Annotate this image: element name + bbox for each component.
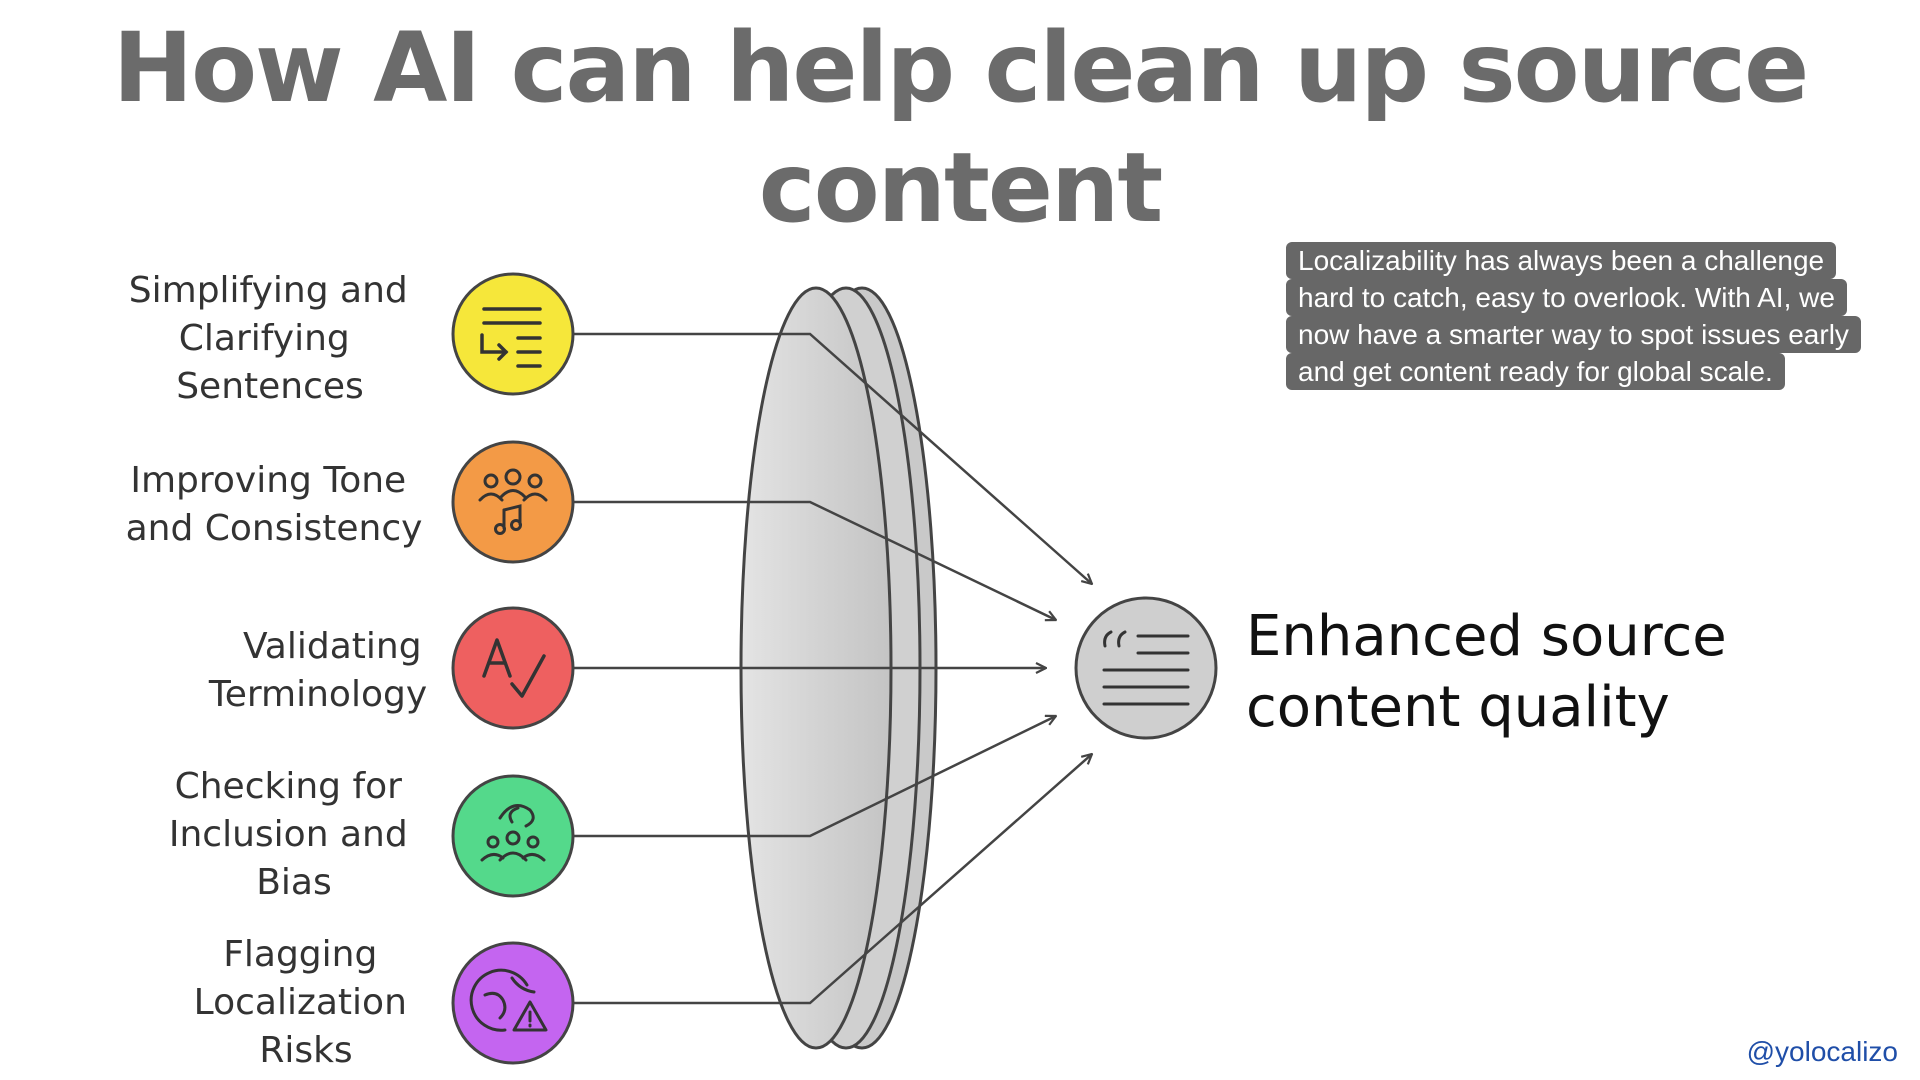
input-icon-circle xyxy=(451,272,575,396)
callout-line: Localizability has always been a challen… xyxy=(1286,242,1837,279)
people-music-icon xyxy=(478,468,548,535)
inclusion-people-icon xyxy=(480,804,546,862)
callout-line: and get content ready for global scale. xyxy=(1286,353,1785,390)
list-indent-icon xyxy=(480,307,542,368)
input-icon-circle xyxy=(451,440,575,564)
input-icon-circle xyxy=(451,774,575,898)
globe-warning-icon xyxy=(469,968,548,1032)
callout-note: Localizability has always been a challen… xyxy=(1286,242,1886,390)
input-icon-circle xyxy=(451,606,575,730)
quote-document-icon xyxy=(1102,630,1190,706)
page-title: How AI can help clean up source content xyxy=(112,12,1810,244)
callout-line: hard to catch, easy to overlook. With AI… xyxy=(1286,279,1847,316)
connector-2 xyxy=(573,500,1056,620)
input-label: Checking for Inclusion and Bias xyxy=(169,766,419,903)
input-item-2: Improving Tone and Consistency xyxy=(126,440,575,564)
input-item-3: Validating Terminology xyxy=(208,606,575,730)
input-item-4: Checking for Inclusion and Bias xyxy=(169,766,575,903)
input-item-5: Flagging Localization Risks xyxy=(194,934,575,1071)
callout-line: now have a smarter way to spot issues ea… xyxy=(1286,316,1861,353)
connector-lines xyxy=(573,332,1092,1005)
output-item: Enhanced source content quality xyxy=(1074,596,1745,740)
input-label: Validating Terminology xyxy=(208,626,433,715)
input-label: Simplifying and Clarifying Sentences xyxy=(129,270,419,407)
connector-1 xyxy=(573,332,1092,584)
input-icon-circle xyxy=(451,941,575,1065)
author-handle[interactable]: @yolocalizo xyxy=(1746,1036,1898,1067)
output-label: Enhanced source content quality xyxy=(1246,604,1745,740)
input-item-1: Simplifying and Clarifying Sentences xyxy=(129,270,575,407)
connector-5 xyxy=(573,754,1092,1005)
output-icon-circle xyxy=(1074,596,1218,740)
spell-check-icon xyxy=(482,638,546,698)
input-label: Flagging Localization Risks xyxy=(194,934,419,1071)
input-label: Improving Tone and Consistency xyxy=(126,460,423,549)
connector-4 xyxy=(573,716,1056,838)
